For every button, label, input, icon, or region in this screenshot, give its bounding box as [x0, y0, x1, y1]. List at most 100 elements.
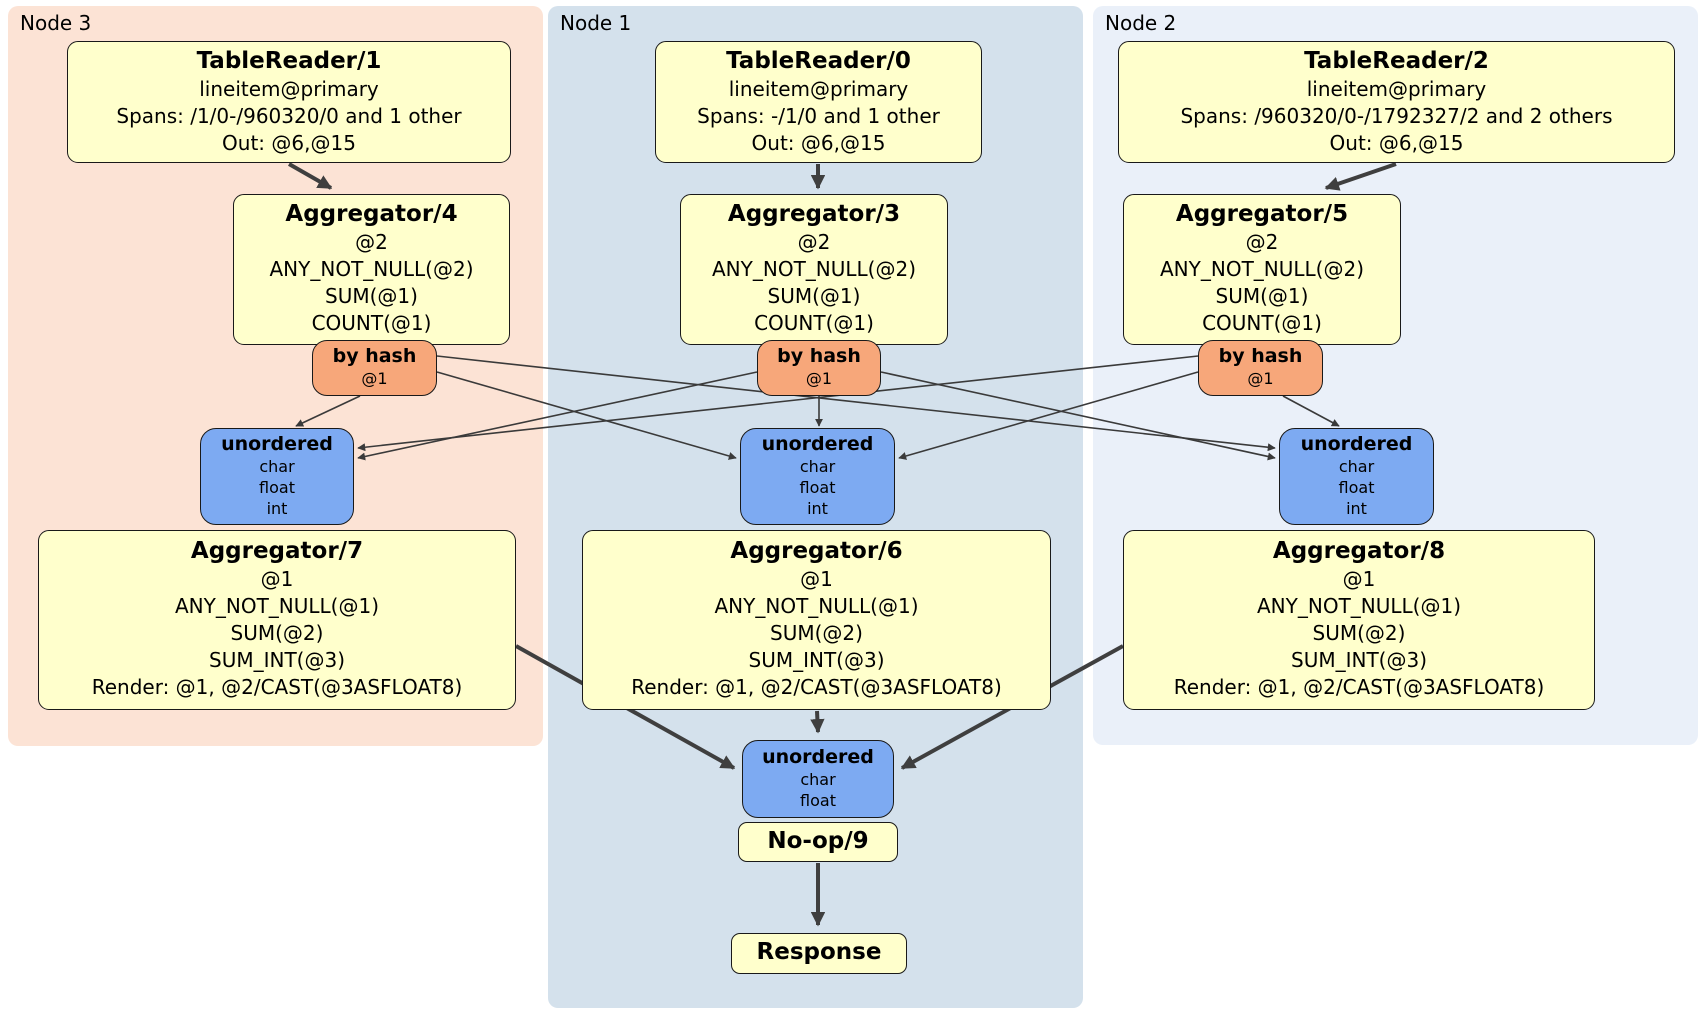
sync-stream: char — [799, 457, 836, 476]
box-title: TableReader/1 — [196, 48, 382, 74]
sync-stream: char — [259, 457, 295, 476]
unordered-sync-node3: unordered char float int — [200, 428, 354, 525]
box-line: Render: @1, @2/CAST(@3ASFLOAT8) — [1173, 675, 1545, 699]
aggregator-4-box: Aggregator/4 @2 ANY_NOT_NULL(@2) SUM(@1)… — [233, 194, 510, 345]
tablereader-0-box: TableReader/0 lineitem@primary Spans: -/… — [655, 41, 982, 163]
box-line: @1 — [1342, 567, 1376, 591]
sync-stream: float — [799, 478, 836, 497]
box-line: @1 — [260, 567, 294, 591]
box-line: lineitem@primary — [728, 77, 909, 101]
edge-byhash-n1-to-unordered-n3 — [357, 371, 758, 461]
box-line: Out: @6,@15 — [222, 131, 356, 155]
edge-byhash-n2-to-unordered-n3 — [357, 355, 1199, 452]
box-title: TableReader/2 — [1304, 48, 1489, 74]
node1-label: Node 1 — [560, 11, 632, 35]
sync-stream: char — [800, 770, 836, 789]
sync-title: unordered — [762, 746, 874, 768]
edge-byhash-n2-to-unordered-n2 — [1282, 395, 1340, 427]
box-title: Aggregator/5 — [1175, 201, 1349, 227]
box-line: SUM_INT(@3) — [1291, 648, 1427, 672]
router-title: by hash — [332, 345, 417, 367]
sync-stream: int — [807, 499, 828, 518]
by-hash-router-node2: by hash @1 — [1198, 340, 1323, 396]
box-line: SUM(@2) — [230, 621, 324, 645]
box-line: SUM(@1) — [325, 284, 418, 308]
node2-label: Node 2 — [1105, 11, 1177, 35]
aggregator-6-box: Aggregator/6 @1 ANY_NOT_NULL(@1) SUM(@2)… — [582, 530, 1051, 710]
router-key: @1 — [361, 369, 388, 388]
box-line: ANY_NOT_NULL(@1) — [175, 594, 379, 618]
response-box: Response — [731, 933, 907, 974]
box-line: Out: @6,@15 — [751, 131, 886, 155]
aggregator-7-box: Aggregator/7 @1 ANY_NOT_NULL(@1) SUM(@2)… — [38, 530, 516, 710]
box-line: Spans: -/1/0 and 1 other — [697, 104, 940, 128]
box-title: Aggregator/3 — [727, 201, 901, 227]
edge-tablereader1-to-aggregator4 — [288, 162, 333, 190]
sync-stream: int — [1346, 499, 1367, 518]
box-line: Render: @1, @2/CAST(@3ASFLOAT8) — [91, 675, 463, 699]
box-line: Out: @6,@15 — [1329, 131, 1464, 155]
sync-stream: float — [800, 791, 836, 810]
box-line: lineitem@primary — [1306, 77, 1487, 101]
sync-title: unordered — [221, 433, 333, 455]
edge-tablereader2-to-aggregator5 — [1324, 162, 1397, 191]
node3-label: Node 3 — [20, 11, 92, 35]
box-line: SUM(@2) — [770, 621, 863, 645]
box-line: COUNT(@1) — [1202, 311, 1322, 335]
box-line: lineitem@primary — [199, 77, 379, 101]
box-title: Response — [756, 939, 882, 965]
box-title: Aggregator/8 — [1272, 538, 1446, 564]
edge-byhash-n2-to-unordered-n1 — [898, 371, 1199, 460]
sync-title: unordered — [1300, 433, 1413, 455]
box-line: ANY_NOT_NULL(@2) — [269, 257, 474, 281]
router-key: @1 — [805, 369, 833, 388]
aggregator-5-box: Aggregator/5 @2 ANY_NOT_NULL(@2) SUM(@1)… — [1123, 194, 1401, 345]
sync-stream: char — [1338, 457, 1375, 476]
box-line: @2 — [355, 230, 388, 254]
edge-byhash-n3-to-unordered-n1 — [436, 371, 737, 460]
box-line: ANY_NOT_NULL(@1) — [1257, 594, 1461, 618]
box-title: Aggregator/6 — [730, 538, 903, 564]
edge-byhash-n3-to-unordered-n2 — [436, 355, 1276, 452]
box-line: SUM(@1) — [767, 284, 861, 308]
box-line: SUM_INT(@3) — [748, 648, 885, 672]
box-title: Aggregator/7 — [190, 538, 364, 564]
router-title: by hash — [777, 345, 861, 367]
box-line: @2 — [1245, 230, 1279, 254]
box-title: Aggregator/4 — [285, 201, 458, 227]
aggregator-8-box: Aggregator/8 @1 ANY_NOT_NULL(@1) SUM(@2)… — [1123, 530, 1595, 710]
router-title: by hash — [1218, 345, 1303, 367]
edge-aggregator6-to-final-unordered — [810, 710, 825, 734]
box-line: SUM_INT(@3) — [209, 648, 345, 672]
sync-title: unordered — [761, 433, 874, 455]
sync-stream: float — [1338, 478, 1375, 497]
box-line: Render: @1, @2/CAST(@3ASFLOAT8) — [631, 675, 1002, 699]
noop-box: No-op/9 — [738, 822, 898, 862]
box-line: Spans: /960320/0-/1792327/2 and 2 others — [1180, 104, 1613, 128]
tablereader-1-box: TableReader/1 lineitem@primary Spans: /1… — [67, 41, 511, 163]
box-line: ANY_NOT_NULL(@2) — [1160, 257, 1364, 281]
box-line: ANY_NOT_NULL(@1) — [714, 594, 919, 618]
box-line: @1 — [800, 567, 833, 591]
box-line: Spans: /1/0-/960320/0 and 1 other — [116, 104, 462, 128]
edge-byhash-n3-to-unordered-n3 — [295, 395, 361, 427]
by-hash-router-node3: by hash @1 — [312, 340, 437, 396]
tablereader-2-box: TableReader/2 lineitem@primary Spans: /9… — [1118, 41, 1675, 163]
box-title: TableReader/0 — [726, 48, 911, 74]
by-hash-router-node1: by hash @1 — [757, 340, 881, 396]
box-line: COUNT(@1) — [754, 311, 874, 335]
box-line: COUNT(@1) — [311, 311, 432, 335]
box-line: ANY_NOT_NULL(@2) — [712, 257, 916, 281]
box-line: SUM(@2) — [1312, 621, 1406, 645]
aggregator-3-box: Aggregator/3 @2 ANY_NOT_NULL(@2) SUM(@1)… — [680, 194, 948, 345]
edge-byhash-n1-to-unordered-n2 — [880, 371, 1276, 461]
unordered-sync-node1: unordered char float int — [740, 428, 895, 525]
box-line: SUM(@1) — [1215, 284, 1309, 308]
router-key: @1 — [1247, 369, 1274, 388]
unordered-sync-node2: unordered char float int — [1279, 428, 1434, 525]
box-line: @2 — [797, 230, 831, 254]
final-unordered-sync: unordered char float — [742, 740, 894, 818]
box-title: No-op/9 — [767, 828, 869, 854]
sync-stream: float — [259, 478, 295, 497]
sync-stream: int — [266, 499, 288, 518]
